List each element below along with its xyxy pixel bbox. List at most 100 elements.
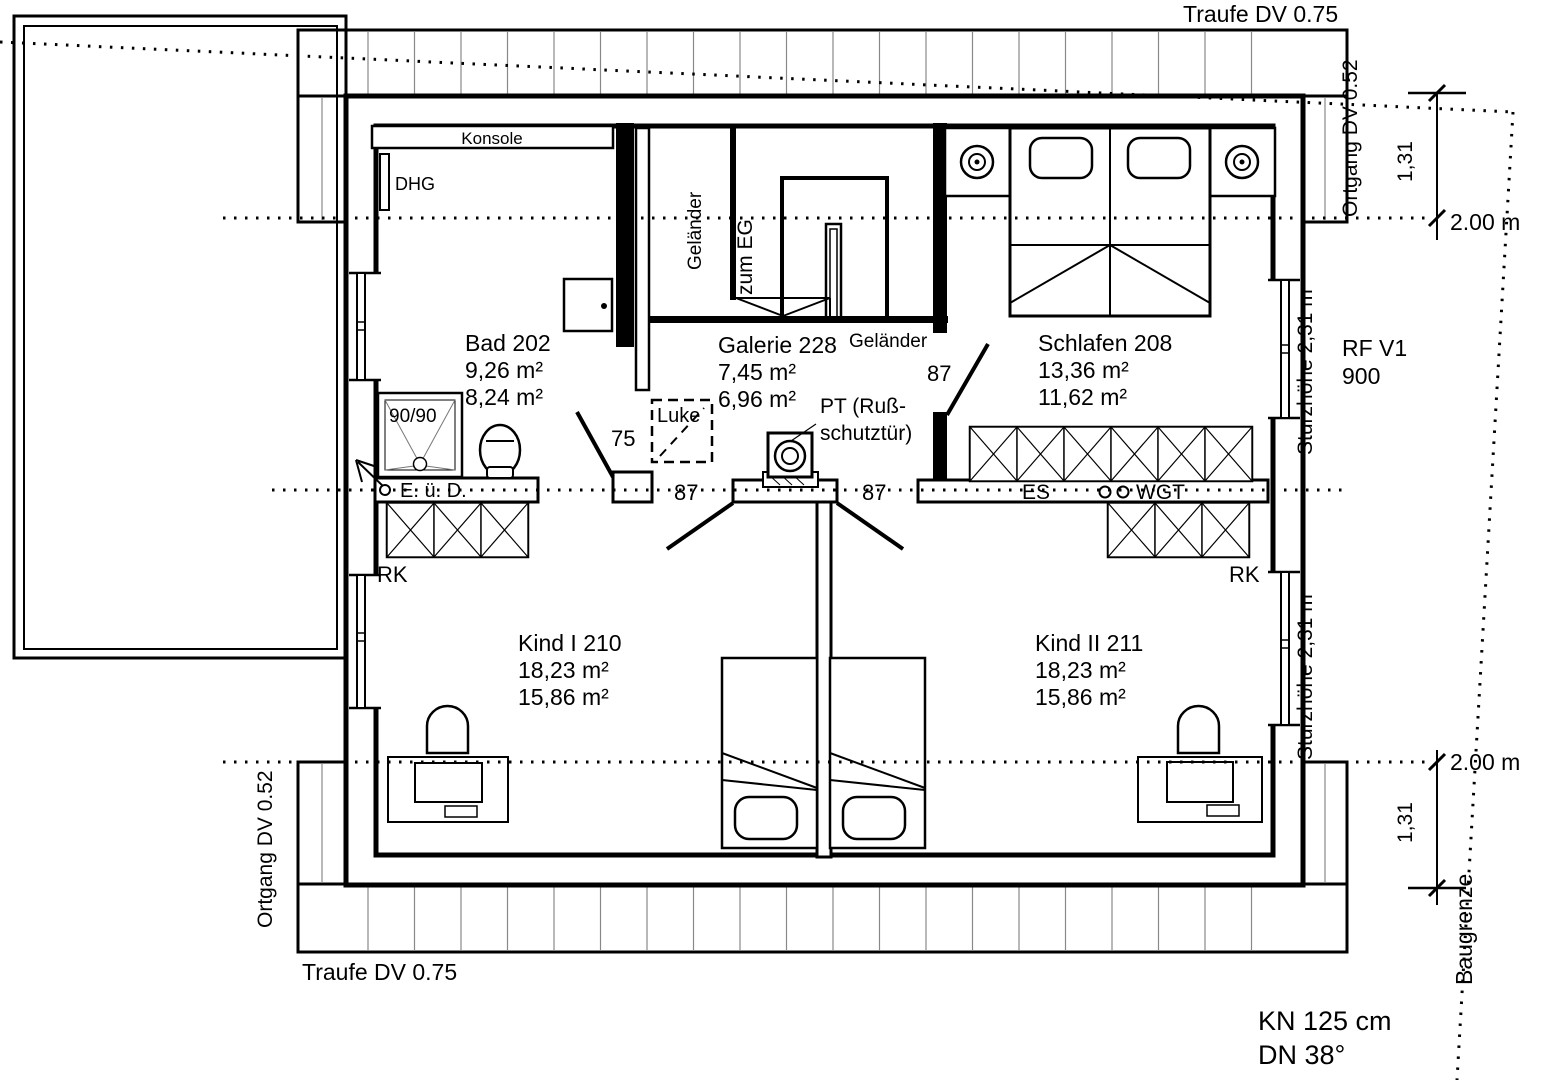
desk-kind1 — [387, 704, 509, 823]
dimension-marks — [1408, 83, 1466, 905]
chimney — [762, 423, 819, 488]
label-pt-2: schutztür) — [820, 422, 912, 445]
window-schlafen-right — [1268, 278, 1300, 420]
pillow — [1028, 136, 1094, 180]
keyboard — [1206, 804, 1240, 817]
railing-left — [634, 126, 651, 392]
text-labels: Traufe DV 0.75 Traufe DV 0.75 Ortgang DV… — [254, 1, 1520, 1070]
room-schlafen-name: Schlafen 208 — [1038, 330, 1172, 356]
wall-corridor-right — [916, 478, 1270, 504]
chair — [1176, 704, 1221, 755]
label-es: ES — [1022, 481, 1050, 504]
dim-door-schlafen: 87 — [927, 361, 951, 386]
label-gelaender-horizontal: Geländer — [849, 331, 928, 352]
door-leaf-schlafen — [945, 342, 990, 417]
label-sturzhoehe-bottom: Sturzhöhe 2,31 m — [1294, 594, 1317, 760]
room-kind1-area2: 15,86 m² — [518, 684, 609, 710]
wall-bad-galerie — [616, 123, 634, 347]
windows — [349, 271, 1300, 727]
door-leaf-bad — [575, 411, 615, 478]
stair-arrow — [735, 297, 784, 317]
room-galerie-area1: 7,45 m² — [718, 359, 796, 385]
label-dhg: DHG — [395, 174, 435, 194]
line — [1154, 502, 1203, 558]
double-bed — [1008, 126, 1212, 318]
line — [386, 502, 435, 558]
monitor — [414, 762, 483, 803]
line — [969, 426, 1018, 482]
room-kind2-name: Kind II 211 — [1035, 630, 1143, 656]
doors — [665, 342, 990, 551]
line — [433, 502, 482, 558]
line — [1201, 502, 1250, 558]
schlafen-furniture — [943, 126, 1277, 318]
pillow — [841, 795, 907, 841]
wall-corridor-stub — [611, 470, 654, 504]
label-2m-bottom: 2.00 m — [1450, 749, 1520, 775]
roof-overhang — [296, 28, 1349, 954]
dim-131-bottom: 1,31 — [1394, 802, 1417, 843]
label-sturzhoehe-top: Sturzhöhe 2,31 m — [1294, 289, 1317, 455]
eud-marker — [355, 459, 391, 496]
line — [1110, 426, 1159, 482]
monitor — [1166, 761, 1234, 803]
dim-door-kind2: 87 — [862, 480, 886, 505]
pillow — [733, 795, 799, 841]
label-ortgang-right: Ortgang DV 0.52 — [1339, 59, 1362, 217]
terrace — [12, 14, 348, 660]
label-2m-top: 2.00 m — [1450, 209, 1520, 235]
line — [1204, 426, 1253, 482]
shower — [376, 391, 464, 479]
label-pt-1: PT (Ruß- — [820, 395, 906, 418]
window-kind2-right — [1268, 570, 1300, 727]
room-kind1-area1: 18,23 m² — [518, 657, 609, 683]
line — [1063, 426, 1112, 482]
pillow — [1126, 136, 1192, 180]
wgt-circle — [1116, 485, 1130, 499]
washbasin — [562, 277, 614, 333]
room-galerie-name: Galerie 228 — [718, 332, 837, 358]
room-kind2-area2: 15,86 m² — [1035, 684, 1126, 710]
label-traufe-top: Traufe DV 0.75 — [1183, 1, 1338, 27]
line — [1016, 426, 1065, 482]
room-bad-area1: 9,26 m² — [465, 357, 543, 383]
keyboard — [444, 805, 478, 818]
wardrobes — [385, 425, 1254, 559]
line — [1157, 426, 1206, 482]
room-bad-area2: 8,24 m² — [465, 384, 543, 410]
label-gelaender-vertical: Geländer — [685, 191, 706, 270]
label-wgt: WGT — [1136, 481, 1185, 504]
wall-schlafen-upper — [933, 123, 947, 333]
reference-lines — [0, 40, 1515, 1080]
room-schlafen-area2: 11,62 m² — [1038, 384, 1127, 410]
line — [1107, 502, 1156, 558]
kind-furniture — [387, 656, 1263, 850]
label-traufe-bottom: Traufe DV 0.75 — [302, 959, 457, 985]
label-eud: E. ü. D. — [400, 480, 467, 502]
chair — [425, 704, 470, 755]
dim-door-bad: 75 — [611, 426, 635, 451]
label-ortgang-left: Ortgang DV 0.52 — [254, 770, 277, 928]
room-galerie-area2: 6,96 m² — [718, 386, 796, 412]
bed-kind1 — [720, 656, 819, 850]
label-rk-left: RK — [377, 562, 408, 587]
label-rf1: RF V1 — [1342, 335, 1407, 361]
attic-hatch — [650, 398, 714, 464]
label-konsole: Konsole — [461, 129, 522, 148]
stair-left-wall — [730, 128, 736, 300]
washbasin-knob — [601, 303, 607, 309]
door-leaf-kind1 — [665, 501, 735, 551]
window-kind1-left — [349, 573, 382, 710]
railing-bottom — [649, 316, 948, 323]
toilet — [478, 423, 522, 479]
stair-handrail-inner — [829, 228, 838, 321]
room-schlafen-area1: 13,36 m² — [1038, 357, 1129, 383]
window-bad-left — [349, 271, 382, 382]
label-zum-eg: zum EG — [734, 219, 757, 295]
dim-131-top: 1,31 — [1394, 141, 1417, 182]
desk-kind2 — [1137, 704, 1263, 823]
baugrenze-line — [1455, 111, 1515, 1080]
room-kind2-area1: 18,23 m² — [1035, 657, 1126, 683]
